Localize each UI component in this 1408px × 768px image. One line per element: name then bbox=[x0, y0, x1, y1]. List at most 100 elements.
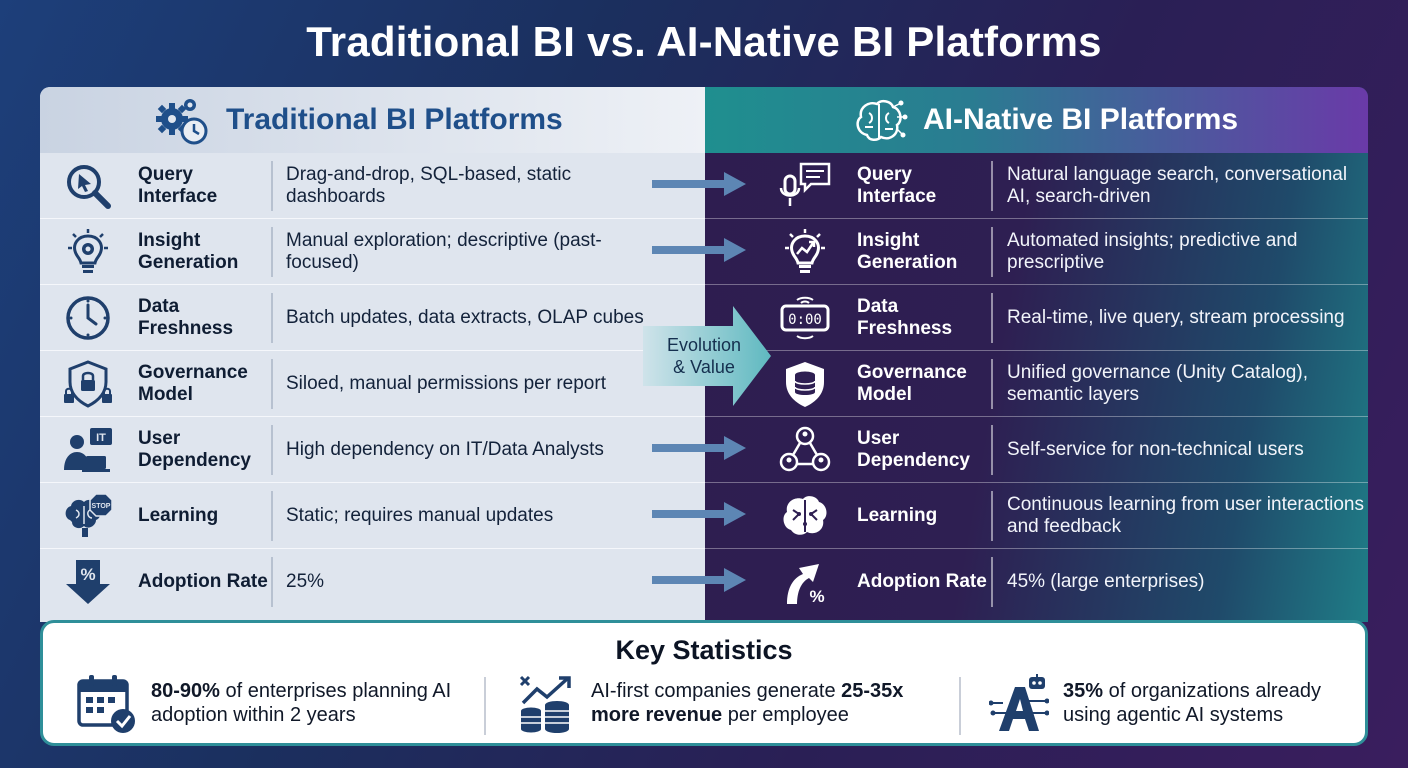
right-label-learning: Learning bbox=[857, 505, 938, 526]
divider bbox=[271, 557, 273, 607]
right-desc-adoption-rate: 45% (large enterprises) bbox=[1007, 571, 1205, 592]
right-label-user-dependency: User Dependency bbox=[857, 428, 970, 471]
divider bbox=[271, 227, 273, 277]
stat-emphasis: more revenue bbox=[591, 704, 723, 726]
right-desc-learning: Continuous learning from user interactio… bbox=[1007, 494, 1364, 537]
clock-icon bbox=[66, 296, 110, 340]
ai-native-bi-panel: AI-Native BI Platforms Query Interface N… bbox=[705, 87, 1368, 622]
right-desc-governance-model: Unified governance (Unity Catalog), sema… bbox=[1007, 362, 1308, 405]
shield-locks-icon bbox=[64, 360, 112, 408]
brain-stop-icon: STOP bbox=[65, 493, 113, 537]
traditional-bi-title: Traditional BI Platforms bbox=[226, 103, 563, 136]
evolution-arrow bbox=[652, 502, 746, 526]
left-row-learning: STOP Learning Static; requires manual up… bbox=[40, 483, 705, 549]
calendar-check-icon bbox=[77, 675, 135, 733]
revenue-growth-icon bbox=[519, 675, 571, 733]
stat-agentic-ai-text: 35% of organizations already using agent… bbox=[1063, 679, 1353, 727]
right-row-governance-model: Governance Model Unified governance (Uni… bbox=[705, 351, 1368, 417]
stat-revenue-multiplier-text: AI-first companies generate 25-35x more … bbox=[591, 679, 941, 727]
brain-circuit-icon bbox=[856, 99, 908, 141]
left-row-query-interface: Query Interface Drag-and-drop, SQL-based… bbox=[40, 153, 705, 219]
evolution-arrow bbox=[652, 172, 746, 196]
divider bbox=[991, 227, 993, 277]
left-label-adoption-rate: Adoption Rate bbox=[138, 571, 268, 592]
stat-prefix: AI-first companies generate bbox=[591, 680, 842, 702]
page-title: Traditional BI vs. AI-Native BI Platform… bbox=[306, 18, 1102, 65]
divider bbox=[271, 425, 273, 475]
right-desc-user-dependency: Self-service for non-technical users bbox=[1007, 439, 1304, 460]
percent-down-arrow-icon: % bbox=[66, 560, 110, 604]
right-label-governance-model: Governance Model bbox=[857, 362, 967, 405]
divider bbox=[271, 491, 273, 541]
stat-divider bbox=[484, 677, 486, 735]
divider bbox=[991, 491, 993, 541]
percent-up-arrow-icon: % bbox=[787, 564, 825, 606]
evolution-arrow bbox=[652, 238, 746, 262]
key-statistics-panel: Key Statistics 80-90% of enterprises pla… bbox=[40, 620, 1368, 746]
divider bbox=[991, 359, 993, 409]
left-label-user-dependency: User Dependency bbox=[138, 428, 251, 471]
left-label-learning: Learning bbox=[138, 505, 219, 526]
evolution-arrow bbox=[652, 568, 746, 592]
stat-value: 80-90% bbox=[151, 680, 220, 702]
right-label-adoption-rate: Adoption Rate bbox=[857, 571, 987, 592]
right-label-data-freshness: Data Freshness bbox=[857, 296, 953, 339]
right-row-data-freshness: 0:00 Data Freshness Real-time, live quer… bbox=[705, 285, 1368, 351]
left-row-insight-generation: Insight Generation Manual exploration; d… bbox=[40, 219, 705, 285]
right-desc-query-interface: Natural language search, conversational … bbox=[1007, 164, 1348, 207]
divider bbox=[991, 161, 993, 211]
stat-suffix: per employee bbox=[722, 704, 849, 726]
right-row-insight-generation: Insight Generation Automated insights; p… bbox=[705, 219, 1368, 285]
left-desc-insight-generation: Manual exploration; descriptive (past-fo… bbox=[286, 230, 602, 273]
stat-description: of enterprises planning AI adoption with… bbox=[151, 680, 452, 726]
left-label-query-interface: Query Interface bbox=[138, 164, 218, 207]
right-row-user-dependency: User Dependency Self-service for non-tec… bbox=[705, 417, 1368, 483]
stat-revenue-multiplier: AI-first companies generate 25-35x more … bbox=[517, 673, 947, 737]
traditional-bi-header: Traditional BI Platforms bbox=[40, 87, 705, 153]
divider bbox=[271, 161, 273, 211]
ai-native-bi-header: AI-Native BI Platforms bbox=[705, 87, 1368, 153]
right-desc-insight-generation: Automated insights; predictive and presc… bbox=[1007, 230, 1298, 273]
digital-clock-icon: 0:00 bbox=[780, 296, 830, 340]
svg-text:%: % bbox=[80, 565, 95, 584]
left-row-data-freshness: Data Freshness Batch updates, data extra… bbox=[40, 285, 705, 351]
search-cursor-icon bbox=[67, 165, 111, 209]
stat-enterprise-adoption: 80-90% of enterprises planning AI adopti… bbox=[77, 673, 477, 737]
stat-value: 25-35x bbox=[841, 680, 904, 702]
divider bbox=[271, 293, 273, 343]
right-label-insight-generation: Insight Generation bbox=[857, 230, 958, 273]
left-desc-governance-model: Siloed, manual permissions per report bbox=[286, 373, 606, 394]
svg-text:IT: IT bbox=[96, 432, 106, 444]
left-desc-adoption-rate: 25% bbox=[286, 571, 325, 592]
left-label-insight-generation: Insight Generation bbox=[138, 230, 239, 273]
svg-text:%: % bbox=[809, 587, 824, 606]
evolution-value-label: Evolution & Value bbox=[648, 334, 760, 378]
gears-clock-icon bbox=[156, 99, 208, 145]
right-row-adoption-rate: % Adoption Rate 45% (large enterprises) bbox=[705, 549, 1368, 615]
divider bbox=[991, 293, 993, 343]
left-label-data-freshness: Data Freshness bbox=[138, 296, 234, 339]
stat-description: of organizations already using agentic A… bbox=[1063, 680, 1321, 726]
divider bbox=[271, 359, 273, 409]
divider bbox=[991, 557, 993, 607]
right-row-query-interface: Query Interface Natural language search,… bbox=[705, 153, 1368, 219]
divider bbox=[991, 425, 993, 475]
key-statistics-title: Key Statistics bbox=[615, 635, 793, 665]
left-desc-data-freshness: Batch updates, data extracts, OLAP cubes bbox=[286, 307, 644, 328]
stat-enterprise-adoption-text: 80-90% of enterprises planning AI adopti… bbox=[151, 679, 471, 727]
trend-lightbulb-icon bbox=[785, 229, 825, 273]
right-label-query-interface: Query Interface bbox=[857, 164, 937, 207]
left-row-governance-model: Governance Model Siloed, manual permissi… bbox=[40, 351, 705, 417]
it-user-icon: IT bbox=[64, 428, 112, 472]
left-row-adoption-rate: % Adoption Rate 25% bbox=[40, 549, 705, 615]
user-network-icon bbox=[779, 426, 831, 472]
right-row-learning: Learning Continuous learning from user i… bbox=[705, 483, 1368, 549]
shield-database-icon bbox=[786, 362, 824, 407]
gear-lightbulb-icon bbox=[68, 229, 108, 273]
left-desc-query-interface: Drag-and-drop, SQL-based, static dashboa… bbox=[286, 164, 572, 207]
stat-divider bbox=[959, 677, 961, 735]
traditional-bi-panel: Traditional BI Platforms Query Interface… bbox=[40, 87, 705, 622]
left-row-user-dependency: IT User Dependency High dependency on IT… bbox=[40, 417, 705, 483]
left-desc-learning: Static; requires manual updates bbox=[286, 505, 554, 526]
svg-text:0:00: 0:00 bbox=[788, 312, 822, 328]
